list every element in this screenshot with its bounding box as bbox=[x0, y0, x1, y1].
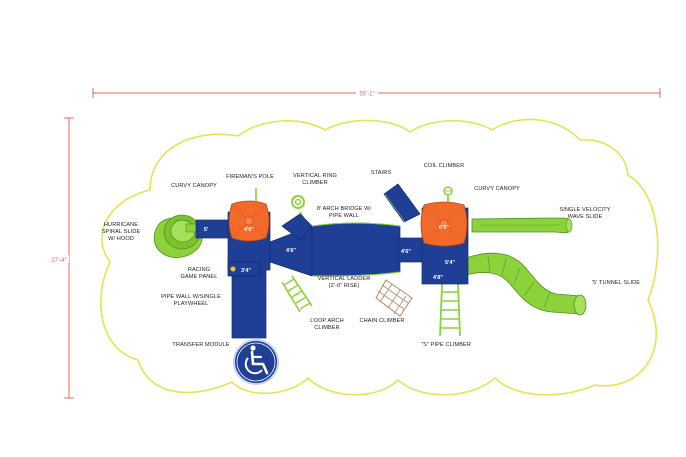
deck-height-right-lower: 4'8" bbox=[433, 275, 443, 281]
label-stairs: STAIRS bbox=[371, 170, 392, 176]
label-transfer-module: TRANSFER MODULE bbox=[172, 342, 229, 348]
label-vertical-ladder-1: VERTICAL LADDER bbox=[318, 276, 371, 282]
label-pipe-wall-2: PLAYWHEEL bbox=[174, 301, 209, 307]
use-zone-outline bbox=[100, 118, 659, 396]
deck-height-right-center: 4'6" bbox=[401, 249, 411, 255]
label-loop-arch-1: LOOP ARCH bbox=[310, 318, 343, 324]
label-hurricane-2: SPIRAL SLIDE bbox=[102, 229, 141, 235]
label-racing-2: GAME PANEL bbox=[181, 274, 218, 280]
wheelchair-icon bbox=[233, 339, 279, 385]
deck-height-left-center: 4'6" bbox=[286, 248, 296, 254]
deck-height-left-slide: 5' bbox=[204, 227, 209, 233]
label-wave-slide-1: SINGLE VELOCITY bbox=[559, 207, 610, 213]
loop-arch-climber bbox=[281, 275, 313, 313]
label-vertical-ladder-2: (2'-0" RISE) bbox=[329, 283, 360, 289]
label-curvy-canopy-left: CURVY CANOPY bbox=[171, 183, 217, 189]
callout-labels: HURRICANE SPIRAL SLIDE W/ HOOD CURVY CAN… bbox=[102, 163, 640, 348]
s-pipe-climber bbox=[439, 283, 461, 337]
label-coil-climber: COIL CLIMBER bbox=[424, 163, 464, 169]
label-racing-1: RACING bbox=[188, 267, 210, 273]
racing-game-panel bbox=[230, 266, 236, 272]
label-loop-arch-2: CLIMBER bbox=[314, 325, 340, 331]
label-tunnel-slide: '5' TUNNEL SLIDE bbox=[592, 280, 640, 286]
deck-height-right-canopy: 6'0" bbox=[439, 225, 449, 231]
label-arch-bridge-2: PIPE WALL bbox=[329, 213, 359, 219]
label-curvy-canopy-right: CURVY CANOPY bbox=[474, 186, 520, 192]
label-hurricane-3: W/ HOOD bbox=[108, 236, 134, 242]
label-pipe-wall-1: PIPE WALL W/SINGLE bbox=[161, 294, 221, 300]
deck-height-left-lower: 3'4" bbox=[241, 268, 251, 274]
deck-height-left-canopy: 4'0" bbox=[244, 227, 254, 233]
depth-dimension: 27'-4" bbox=[50, 117, 74, 399]
label-firemans-pole: FIREMAN'S POLE bbox=[226, 174, 274, 180]
arch-bridge-rail-lower bbox=[311, 271, 401, 277]
arch-bridge-rail bbox=[311, 222, 401, 227]
label-vertical-ring-2: CLIMBER bbox=[302, 180, 328, 186]
tunnel-slide bbox=[465, 252, 587, 316]
width-dimension: 55'-1" bbox=[92, 88, 661, 98]
curvy-canopy-left bbox=[228, 200, 270, 242]
label-hurricane-1: HURRICANE bbox=[104, 222, 138, 228]
label-arch-bridge-1: 8' ARCH BRIDGE W/ bbox=[317, 206, 372, 212]
curvy-canopy-right bbox=[420, 201, 468, 247]
depth-dimension-label: 27'-4" bbox=[51, 258, 66, 264]
stairs-rail bbox=[384, 193, 406, 223]
label-s-pipe-climber: "S" PIPE CLIMBER bbox=[421, 342, 471, 348]
deck-height-tags: 4'0" 5' 4'6" 3'4" 6'0" 4'6" 5'4" 4'8" bbox=[204, 225, 456, 281]
label-vertical-ring-1: VERTICAL RING bbox=[293, 173, 337, 179]
width-dimension-label: 55'-1" bbox=[359, 92, 374, 98]
label-wave-slide-2: WAVE SLIDE bbox=[568, 214, 603, 220]
chain-climber bbox=[375, 279, 413, 317]
deck-height-right-mid: 5'4" bbox=[445, 260, 455, 266]
wave-slide bbox=[471, 217, 573, 234]
label-chain-climber: CHAIN CLIMBER bbox=[359, 318, 404, 324]
